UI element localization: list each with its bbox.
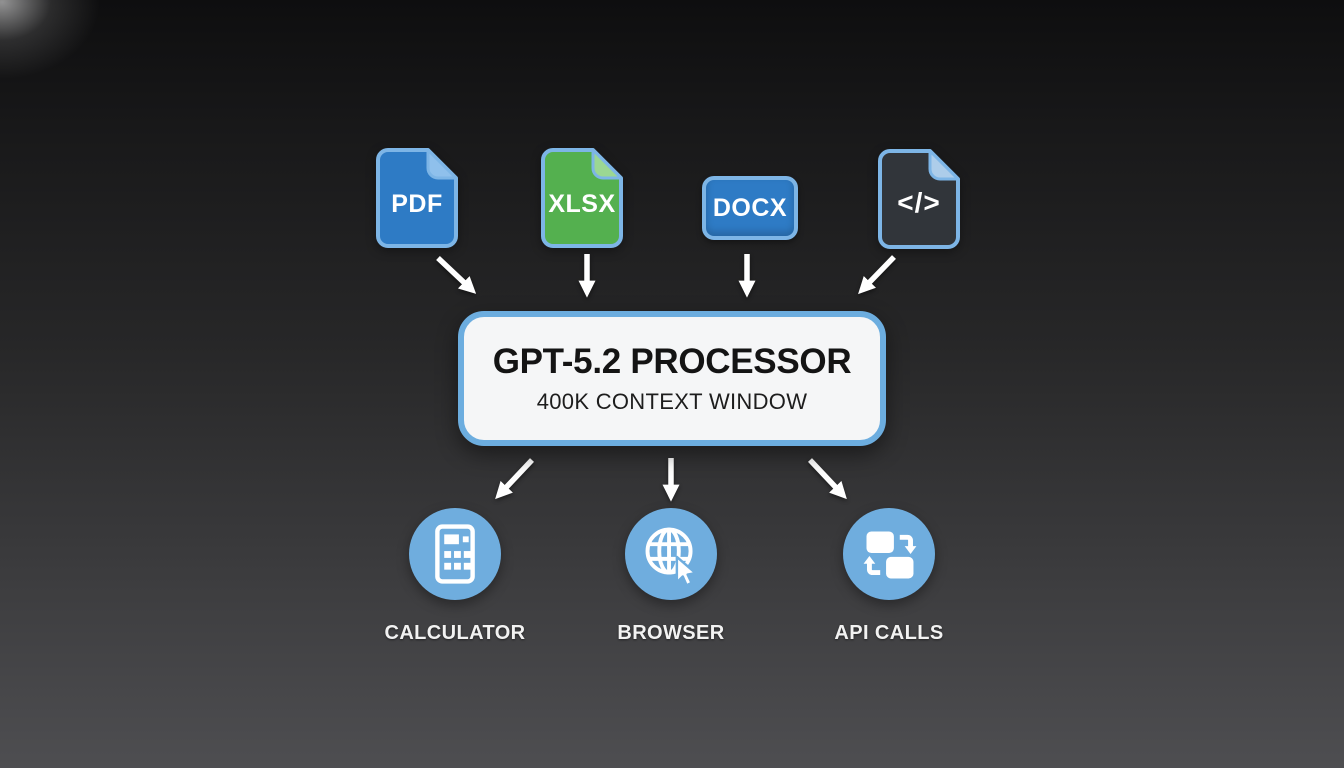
processor-box: GPT-5.2 PROCESSOR 400K CONTEXT WINDOW (458, 311, 886, 446)
cursor-pointer (675, 555, 697, 587)
xlsx-file-icon: XLSX (540, 147, 624, 249)
code-label: </> (897, 187, 941, 218)
calculator-label: CALCULATOR (384, 622, 526, 644)
api-calls-icon (843, 508, 935, 600)
browser-icon (625, 508, 717, 600)
calculator-glyph (435, 524, 475, 584)
browser-label: BROWSER (617, 622, 725, 644)
docx-file-icon: DOCX (702, 176, 798, 240)
tool-api-calls: API CALLS (829, 508, 949, 645)
tool-calculator: CALCULATOR (384, 508, 525, 645)
folded-corner (928, 149, 960, 181)
pdf-label: PDF (391, 189, 443, 218)
code-file-icon: </> (877, 148, 961, 250)
folded-corner (591, 148, 623, 180)
docx-label: DOCX (712, 193, 788, 222)
processor-subtitle: 400K CONTEXT WINDOW (536, 389, 808, 414)
processor-title: GPT-5.2 PROCESSOR (492, 342, 852, 381)
calculator-icon (409, 508, 501, 600)
sync-rects-glyph (863, 531, 917, 579)
folded-corner (426, 148, 458, 180)
xlsx-label: XLSX (548, 189, 616, 218)
arrow-code-to-processor (858, 255, 896, 295)
corner-light-glow (0, 0, 260, 200)
document-shape-icon (376, 148, 458, 248)
tool-browser: BROWSER (611, 508, 731, 645)
arrow-pdf-to-processor (436, 255, 477, 294)
document-shape-icon (878, 149, 960, 249)
pdf-file-icon: PDF (375, 147, 459, 249)
api-calls-label: API CALLS (834, 622, 944, 644)
arrow-processor-to-api (807, 458, 847, 500)
document-shape-icon (541, 148, 623, 248)
arrow-processor-to-calculator (495, 458, 535, 500)
globe-cursor-glyph (645, 527, 697, 587)
